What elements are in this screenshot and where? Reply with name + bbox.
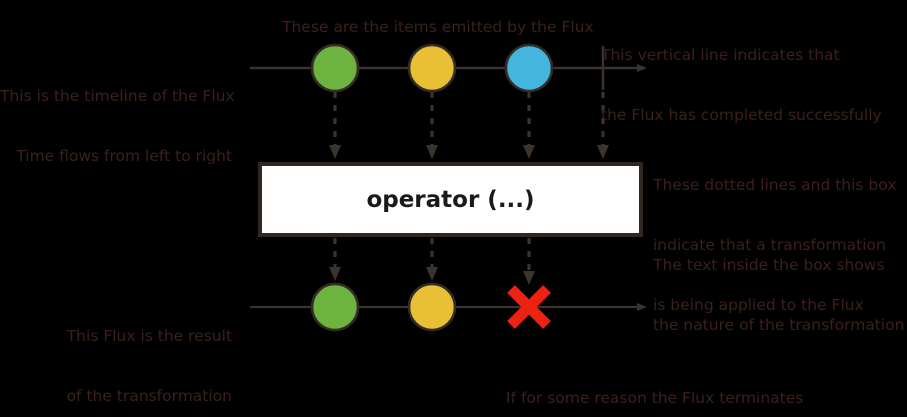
source-marble-green[interactable] — [310, 43, 360, 93]
source-marble-blue[interactable] — [504, 43, 554, 93]
annotation-transformation-line3: is being applied to the Flux — [653, 296, 864, 314]
annotation-result-flux: This Flux is the result of the transform… — [0, 286, 232, 417]
annotation-box-text-line1: The text inside the box shows — [653, 256, 885, 274]
dotted-lines-out-of-operator — [329, 238, 535, 285]
annotation-completion-line2: the Flux has completed successfully — [601, 106, 882, 124]
source-marble-yellow[interactable] — [407, 43, 457, 93]
annotation-transformation-line2: indicate that a transformation — [653, 236, 886, 254]
annotation-timeline: This is the timeline of the Flux Time fl… — [0, 46, 235, 206]
annotation-timeline-line2: Time flows from left to right — [16, 147, 232, 165]
annotation-box-text-line2: the nature of the transformation — [653, 316, 905, 334]
error-x-icon[interactable] — [507, 285, 551, 329]
annotation-result-flux-line1: This Flux is the result — [66, 327, 232, 345]
annotation-completion-line1: This vertical line indicates that — [601, 46, 840, 64]
annotation-error-note: If for some reason the Flux terminates a… — [506, 348, 866, 417]
source-timeline — [250, 43, 647, 93]
annotation-box-text-meaning: The text inside the box shows the nature… — [653, 215, 907, 375]
annotation-result-flux-line2: of the transformation — [66, 387, 232, 405]
result-marble-yellow[interactable] — [407, 282, 457, 332]
dotted-lines-into-operator — [329, 92, 609, 159]
annotation-transformation: These dotted lines and this box indicate… — [653, 135, 907, 355]
annotation-completion: This vertical line indicates that the Fl… — [601, 5, 901, 165]
operator-box[interactable] — [258, 162, 643, 237]
result-timeline — [250, 282, 647, 332]
annotation-transformation-line1: These dotted lines and this box — [653, 176, 897, 194]
annotation-error-note-line1: If for some reason the Flux terminates — [506, 389, 804, 407]
result-marble-green[interactable] — [310, 282, 360, 332]
annotation-items-emitted: These are the items emitted by the Flux — [282, 18, 594, 36]
annotation-timeline-line1: This is the timeline of the Flux — [0, 87, 235, 105]
